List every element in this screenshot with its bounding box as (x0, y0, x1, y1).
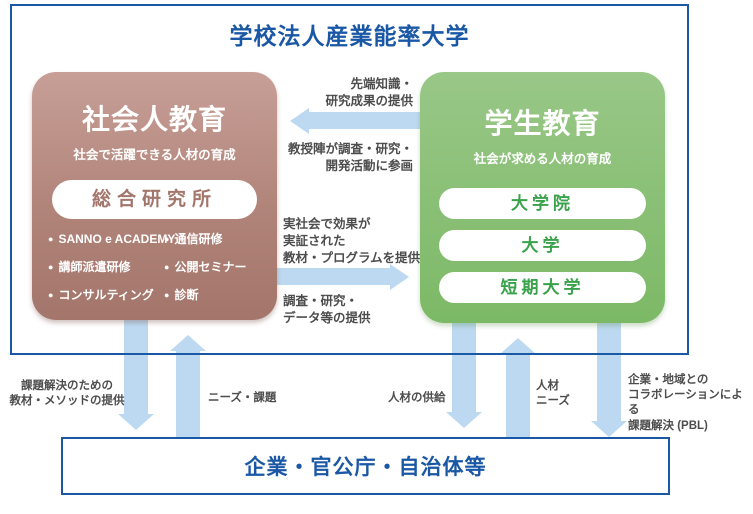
bullet-icon: ● (164, 289, 170, 300)
adult-education-box: 社会人教育 社会で活躍できる人材の育成 総合研究所 ●SANNO e ACADE… (32, 72, 277, 320)
university-pill: 大学 (439, 230, 646, 261)
list-item: ● 公開セミナー (164, 259, 246, 275)
list-item: ● 通信研修 (164, 231, 246, 247)
arrow-down-3-icon (591, 421, 627, 437)
flow-label-knowledge: 先端知識・ 研究成果の提供 (325, 77, 413, 108)
bullet-icon: ● (48, 261, 54, 272)
arrow-right-icon (390, 264, 409, 290)
flow-label-talent-needs: 人材 ニーズ (536, 380, 570, 408)
junior-college-pill: 短期大学 (439, 272, 646, 303)
service-label: 講師派遣研修 (58, 260, 131, 274)
flow-label-research-data: 調査・研究・ データ等の提供 (283, 294, 371, 325)
service-label: コンサルティング (58, 288, 154, 302)
student-education-title: 学生教育 (484, 108, 601, 139)
adult-services-column-1: ●SANNO e ACADEMY ●講師派遣研修 ●コンサルティング (48, 231, 175, 303)
student-education-box: 学生教育 社会が求める人材の育成 大学院 大学 短期大学 (420, 72, 665, 323)
arrow-left-body (308, 112, 420, 129)
bullet-icon: ● (164, 261, 170, 272)
service-label: 通信研修 (174, 232, 223, 246)
arrow-up-2-icon (500, 338, 536, 354)
list-item: ● 診断 (164, 287, 246, 303)
arrow-up-1-icon (170, 335, 206, 351)
flow-label-proven-programs: 実社会で効果が 実証された 教材・プログラムを提供 (283, 217, 421, 265)
service-label: 公開セミナー (174, 260, 247, 274)
adult-education-title: 社会人教育 (81, 104, 227, 135)
flow-label-faculty-participation: 教授陣が調査・研究・ 開発活動に参画 (287, 142, 413, 173)
society-box: 企業・官公庁・自治体等 (61, 437, 670, 495)
arrow-down-1-body (124, 318, 148, 414)
bullet-icon: ● (164, 233, 170, 244)
service-label: 診断 (174, 288, 199, 302)
bullet-icon: ● (48, 289, 54, 300)
flow-label-needs-issues: ニーズ・課題 (208, 392, 277, 404)
adult-education-subtitle: 社会で活躍できる人材の育成 (73, 148, 236, 162)
arrow-right-body (277, 268, 390, 285)
research-institute-pill: 総合研究所 (52, 180, 257, 219)
arrow-up-2-body (506, 354, 530, 438)
list-item: ●SANNO e ACADEMY (48, 231, 175, 247)
list-item: ● 講師派遣研修 (48, 259, 164, 275)
flow-label-materials-methods: 課題解決のための 教材・メソッドの提供 (9, 380, 125, 408)
arrow-down-2-body (452, 321, 476, 412)
list-item: ● コンサルティング (48, 287, 164, 303)
adult-services-list: ●SANNO e ACADEMY ●講師派遣研修 ●コンサルティング ●通信研修… (48, 231, 277, 303)
arrow-up-1-body (176, 351, 200, 438)
bullet-icon: ● (48, 233, 54, 244)
flow-label-pbl: 企業・地域との コラボレーションによる 課題解決 (PBL) (628, 374, 743, 432)
student-education-subtitle: 社会が求める人材の育成 (473, 152, 612, 166)
page-title: 学校法人産業能率大学 (229, 23, 470, 49)
service-label: SANNO e ACADEMY (58, 232, 176, 246)
adult-services-column-2: ● 通信研修 ● 公開セミナー ● 診断 (164, 231, 246, 303)
arrow-down-3-body (597, 321, 621, 421)
arrow-down-2-icon (446, 412, 482, 428)
arrow-down-1-icon (118, 414, 154, 430)
society-box-label: 企業・官公庁・自治体等 (244, 456, 487, 479)
arrow-left-icon (290, 108, 309, 134)
flow-label-talent-supply: 人材の供給 (388, 392, 446, 404)
graduate-school-pill: 大学院 (439, 188, 646, 219)
